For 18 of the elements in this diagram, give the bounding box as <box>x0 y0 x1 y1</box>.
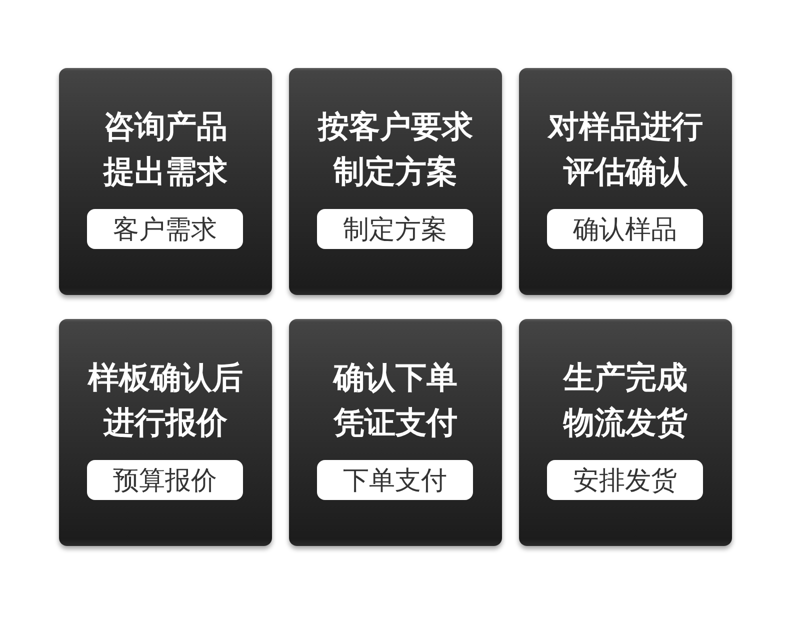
step-card <box>289 68 502 295</box>
step-card <box>59 68 272 295</box>
step-card <box>519 319 732 546</box>
step-card <box>59 319 272 546</box>
step-title: 对样品进行评估确认 <box>546 108 704 192</box>
step-card <box>519 68 732 295</box>
step-tag: 确认样品 <box>547 209 703 249</box>
step-card <box>289 319 502 546</box>
step-title: 按客户要求制定方案 <box>316 108 474 192</box>
step-title: 确认下单凭证支付 <box>332 359 458 443</box>
step-title: 咨询产品提出需求 <box>102 108 228 192</box>
step-tag: 客户需求 <box>87 209 243 249</box>
step-title: 样板确认后进行报价 <box>86 359 244 443</box>
step-tag: 安排发货 <box>547 460 703 500</box>
step-title: 生产完成物流发货 <box>562 359 688 443</box>
step-tag: 预算报价 <box>87 460 243 500</box>
step-tag: 制定方案 <box>317 209 473 249</box>
step-tag: 下单支付 <box>317 460 473 500</box>
